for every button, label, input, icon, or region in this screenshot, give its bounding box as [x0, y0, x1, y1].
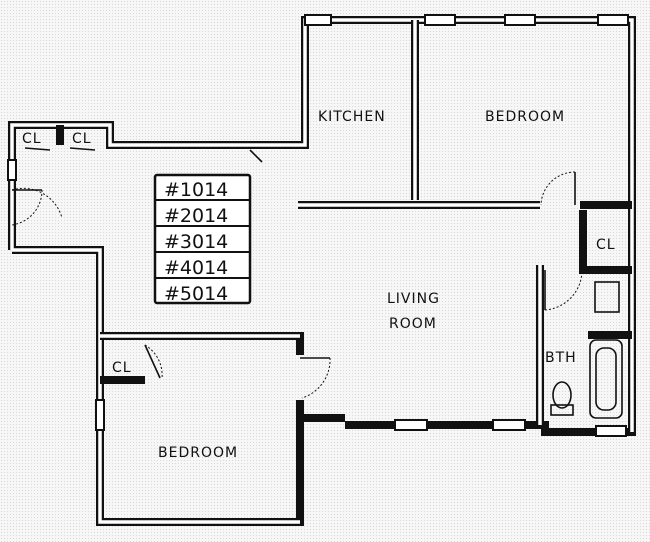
closet-label: CL: [596, 237, 616, 253]
closet-label: CL: [72, 131, 92, 147]
windows: [7, 14, 629, 437]
bath-label: BTH: [545, 350, 577, 366]
doors: [11, 147, 583, 399]
bedroom-label: BEDROOM: [485, 109, 565, 125]
closet-label: CL: [22, 131, 42, 147]
unit-number: #4014: [164, 257, 228, 279]
unit-number: #2014: [164, 205, 228, 227]
bedroom-label: BEDROOM: [158, 445, 238, 461]
unit-number: #1014: [164, 179, 228, 201]
living-room-label: LIVING: [387, 291, 440, 307]
unit-table: #1014 #2014 #3014 #4014 #5014: [153, 173, 252, 305]
bath-fixtures: [550, 281, 623, 419]
room-labels: KITCHEN BEDROOM LIVING ROOM BTH BEDROOM …: [22, 109, 616, 461]
interior-walls: [56, 20, 632, 460]
kitchen-label: KITCHEN: [318, 109, 386, 125]
unit-number: #5014: [164, 283, 228, 305]
unit-number: #3014: [164, 231, 228, 253]
closet-label: CL: [112, 360, 132, 376]
living-room-label: ROOM: [389, 316, 437, 332]
